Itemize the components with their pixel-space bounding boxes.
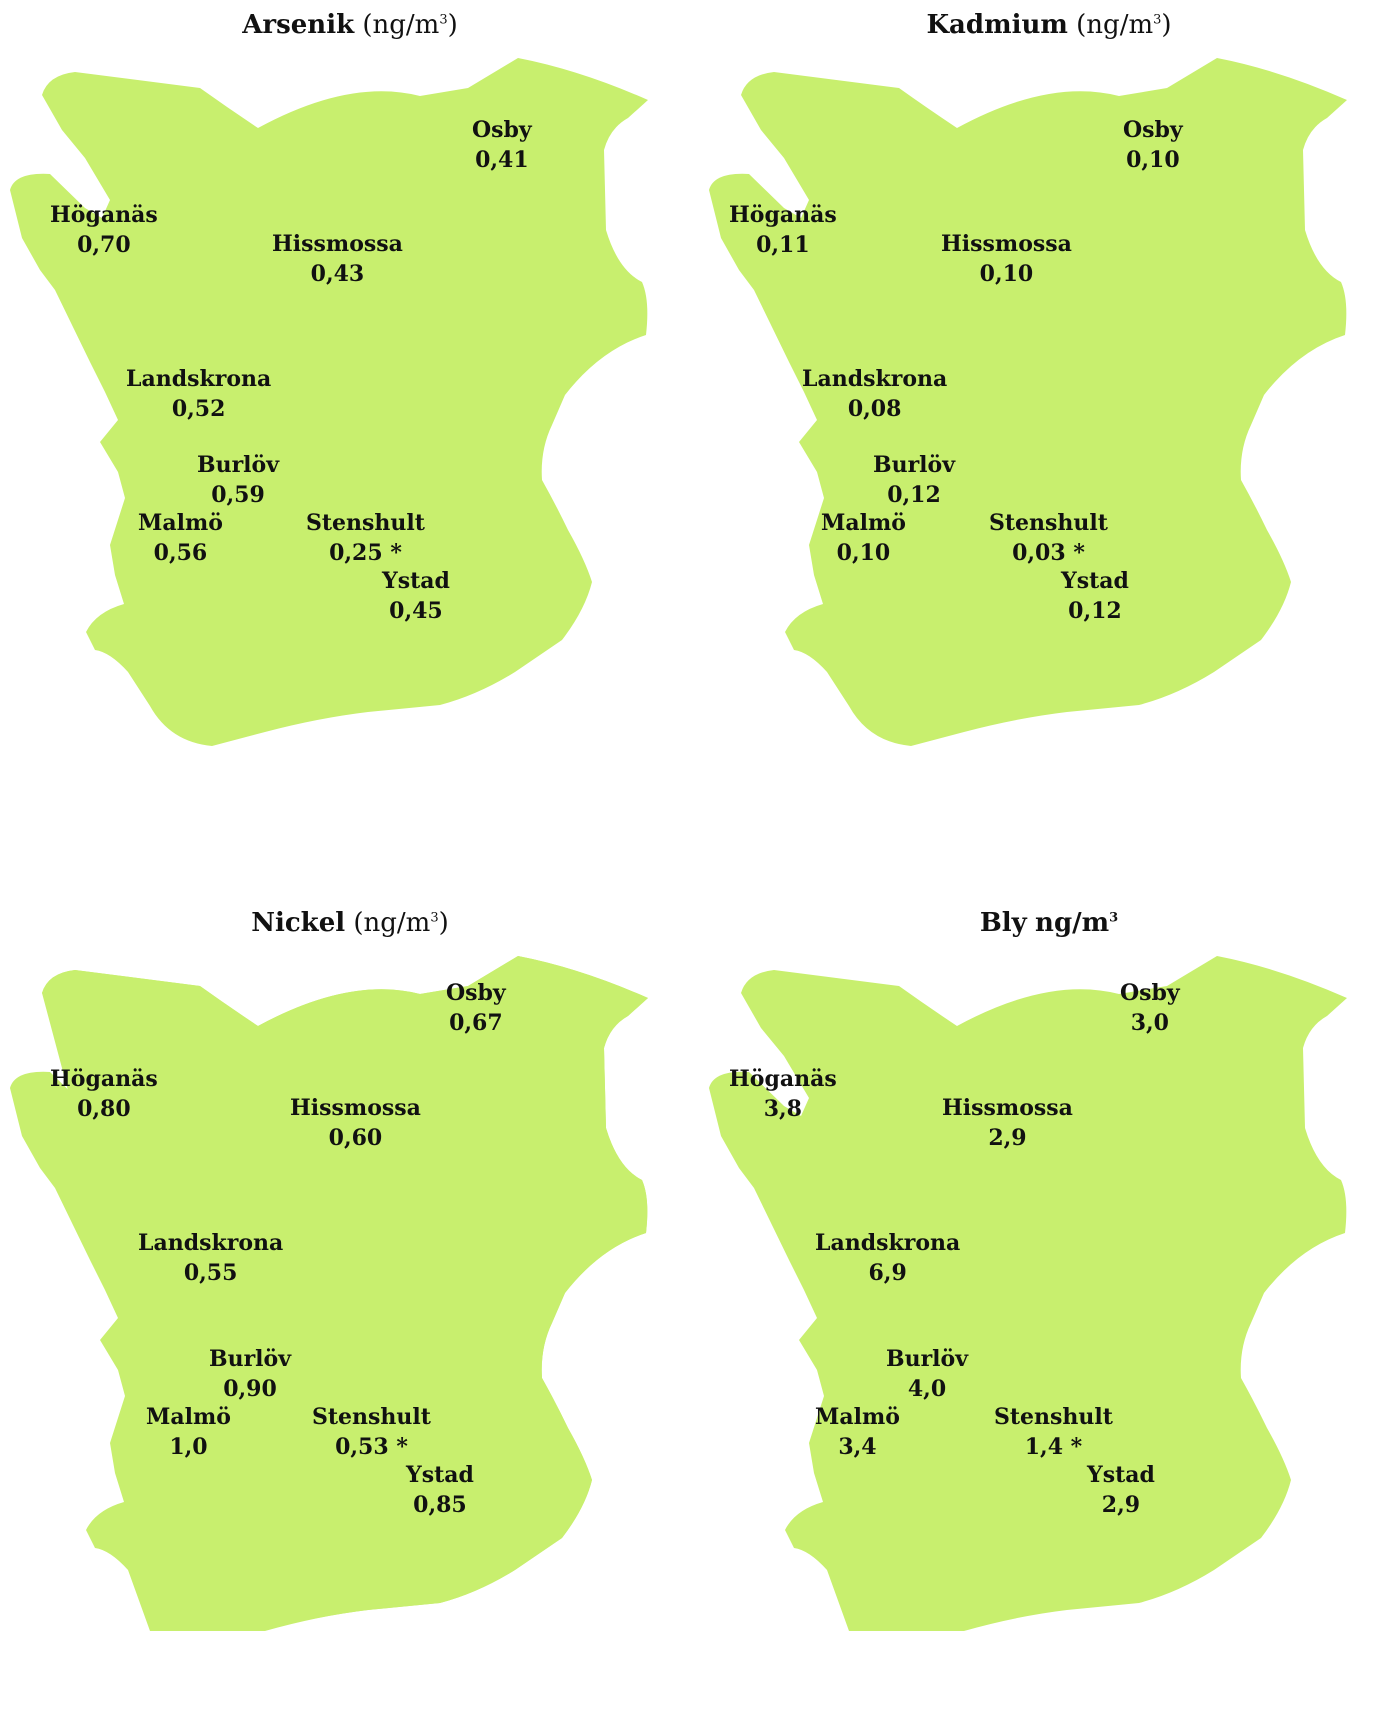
panel-title: Arsenik (ng/m3) xyxy=(0,10,700,40)
panel-title: Nickel (ng/m3) xyxy=(0,908,700,938)
skane-map-shape xyxy=(10,58,648,746)
skane-map-shape xyxy=(10,956,648,1631)
metal-name: Kadmium xyxy=(926,10,1068,40)
unit-label: ng/m3 xyxy=(1035,908,1119,938)
skane-map-shape xyxy=(709,956,1347,1631)
metal-name: Nickel xyxy=(251,908,346,938)
metal-name: Arsenik xyxy=(242,10,355,40)
panel-title: Bly ng/m3 xyxy=(699,908,1399,938)
unit-label: (ng/m3) xyxy=(1076,10,1172,40)
unit-label: (ng/m3) xyxy=(353,908,449,938)
panel-title: Kadmium (ng/m3) xyxy=(699,10,1399,40)
metal-name: Bly xyxy=(979,908,1027,938)
skane-map-shape xyxy=(709,58,1347,746)
unit-label: (ng/m3) xyxy=(362,10,458,40)
